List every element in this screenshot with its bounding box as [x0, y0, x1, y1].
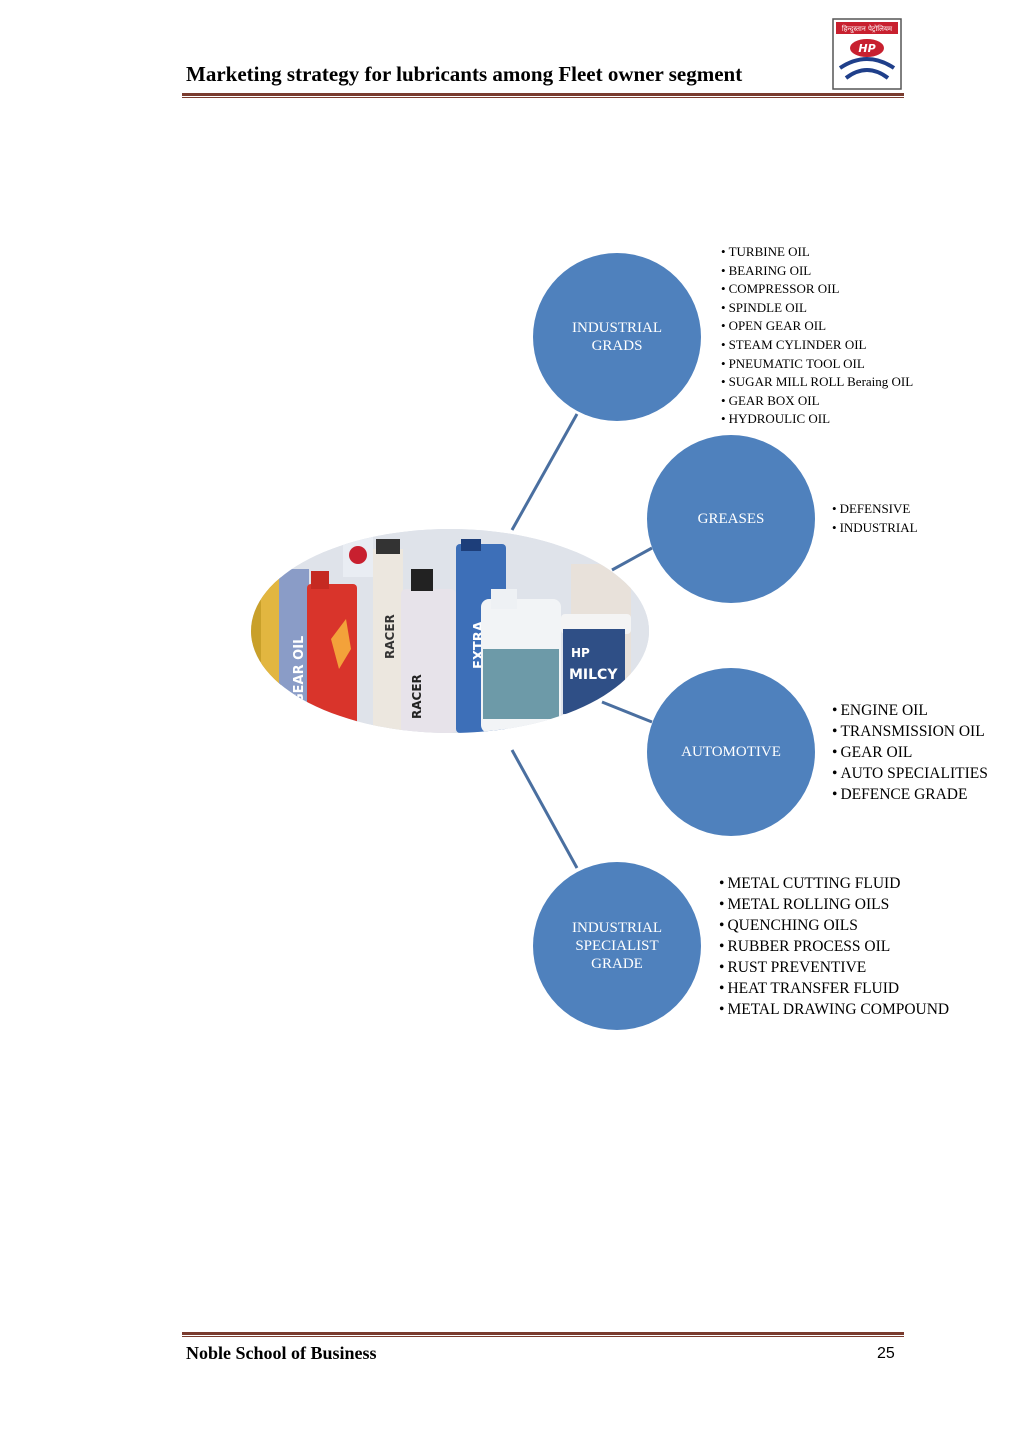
products-illustration: GEAR OIL RACER RACER EXTRA HP MILCY — [251, 529, 649, 733]
footer-rule — [182, 1332, 904, 1335]
label-milcy: MILCY — [569, 667, 618, 683]
list-item: SPINDLE OIL — [721, 299, 913, 318]
list-item: DEFENSIVE — [832, 500, 918, 519]
list-item: AUTO SPECIALITIES — [832, 763, 987, 784]
node-industrial-grads-label: INDUSTRIAL GRADS — [572, 320, 662, 354]
list-item: GEAR BOX OIL — [721, 392, 913, 411]
page-header-title: Marketing strategy for lubricants among … — [186, 62, 743, 86]
logo-hindi-text: हिन्दुस्तान पेट्रोलियम — [842, 24, 893, 34]
node-automotive: AUTOMOTIVE — [647, 668, 815, 836]
footer-rule-thin — [182, 1336, 904, 1337]
label-racer-1: RACER — [383, 614, 397, 659]
greases-list: DEFENSIVE INDUSTRIAL — [832, 500, 918, 537]
node-greases-label: GREASES — [697, 511, 765, 527]
list-item: PNEUMATIC TOOL OIL — [721, 355, 913, 374]
list-item: ENGINE OIL — [832, 700, 988, 721]
list-item: DEFENCE GRADE — [832, 784, 988, 805]
node-industrial-specialist-grade: INDUSTRIAL SPECIALIST GRADE — [533, 862, 701, 1030]
node-greases: GREASES — [647, 435, 815, 603]
list-item: METAL ROLLING OILS — [719, 894, 949, 915]
label-gear-oil: GEAR OIL — [292, 636, 307, 704]
logo-hp-text: HP — [858, 42, 875, 55]
list-item: RUBBER PROCESS OIL — [719, 936, 949, 957]
connector-industrial-grads — [510, 413, 579, 531]
label-hp-grease: HP — [571, 646, 590, 660]
list-item: METAL CUTTING FLUID — [719, 873, 949, 894]
list-item: COMPRESSOR OIL — [721, 280, 913, 299]
list-item: GEAR OIL — [832, 742, 988, 763]
list-item: HYDROULIC OIL — [721, 410, 913, 429]
list-item: OPEN GEAR OIL — [721, 317, 913, 336]
list-item: QUENCHING OILS — [719, 915, 949, 936]
list-item: METAL DRAWING COMPOUND — [719, 999, 949, 1020]
list-item: TRANSMISSION OIL — [832, 721, 988, 742]
list-item: TURBINE OIL — [721, 243, 913, 262]
node-industrial-grads: INDUSTRIAL GRADS — [533, 253, 701, 421]
lubricant-products-image: GEAR OIL RACER RACER EXTRA HP MILCY — [251, 529, 649, 733]
connector-automotive — [601, 700, 653, 724]
list-item: SUGAR MILL ROLL Beraing OIL — [721, 373, 914, 392]
hp-logo: हिन्दुस्तान पेट्रोलियम HP — [832, 18, 902, 90]
label-racer-2: RACER — [410, 674, 424, 719]
industrial-grads-list: TURBINE OIL BEARING OIL COMPRESSOR OIL S… — [721, 243, 914, 429]
page-number: 25 — [877, 1345, 895, 1362]
header-rule — [182, 93, 904, 96]
header-rule-thin — [182, 97, 904, 98]
connector-industrial-specialist — [510, 749, 579, 869]
connector-greases — [611, 546, 653, 572]
node-industrial-specialist-label: INDUSTRIAL SPECIALIST GRADE — [572, 920, 662, 972]
list-item: HEAT TRANSFER FLUID — [719, 978, 949, 999]
list-item: RUST PREVENTIVE — [719, 957, 949, 978]
node-automotive-label: AUTOMOTIVE — [681, 744, 781, 760]
footer-school-name: Noble School of Business — [186, 1343, 377, 1363]
list-item: INDUSTRIAL — [832, 519, 918, 538]
automotive-list: ENGINE OIL TRANSMISSION OIL GEAR OIL AUT… — [832, 700, 988, 805]
list-item: STEAM CYLINDER OIL — [721, 336, 913, 355]
industrial-specialist-list: METAL CUTTING FLUID METAL ROLLING OILS Q… — [719, 873, 949, 1020]
list-item: BEARING OIL — [721, 262, 913, 281]
